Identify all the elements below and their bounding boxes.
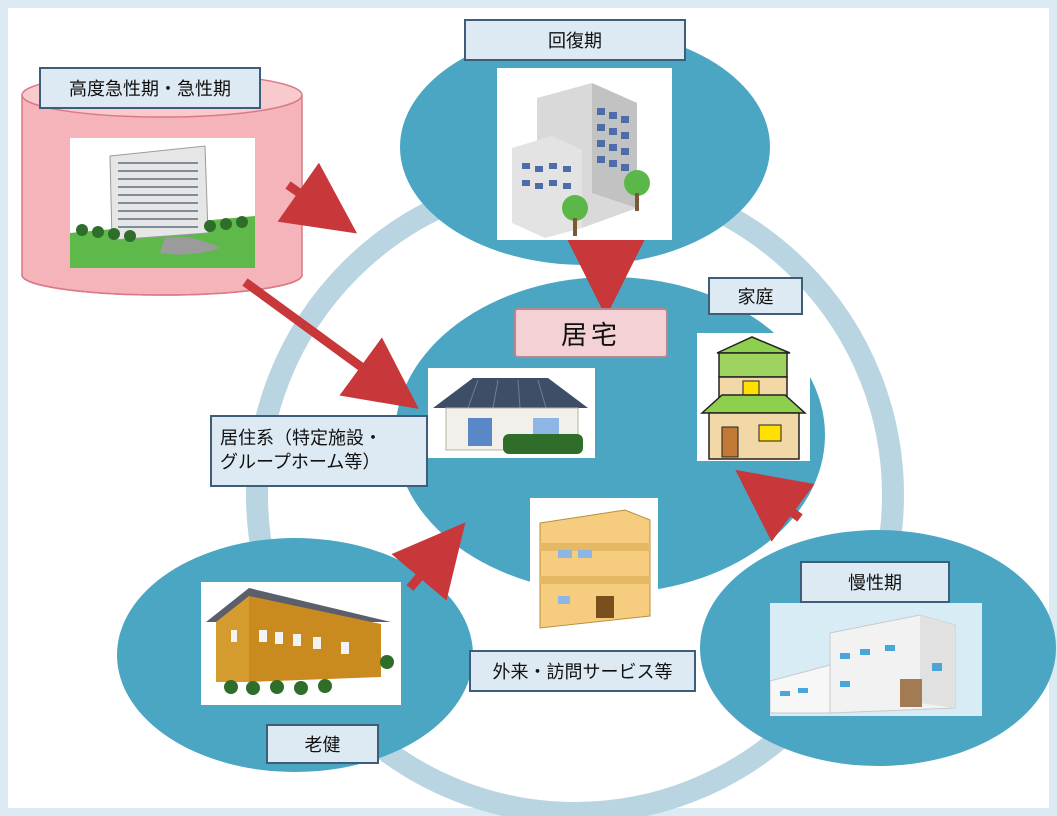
arrow-geriatric-to-outpatient bbox=[391, 522, 466, 601]
office-building-icon bbox=[512, 83, 650, 238]
recovery-label: 回復期 bbox=[464, 19, 686, 61]
family-home-picture bbox=[697, 333, 810, 461]
arrow-acute-to-residential bbox=[242, 278, 419, 409]
apartment-icon bbox=[539, 509, 651, 629]
chronic-clinic-picture bbox=[770, 603, 982, 716]
chronic-label: 慢性期 bbox=[800, 561, 950, 603]
residential-label: 居住系（特定施設・ グループホーム等） bbox=[210, 415, 428, 487]
clinic-building-icon bbox=[770, 603, 982, 716]
geriatric-label: 老健 bbox=[266, 724, 379, 764]
acute-label: 高度急性期・急性期 bbox=[39, 67, 261, 109]
house-icon bbox=[433, 378, 588, 454]
family-home-label: 家庭 bbox=[708, 277, 803, 315]
arrow-chronic-to-family-home bbox=[735, 469, 815, 542]
apartment-picture bbox=[530, 498, 658, 631]
residential-label-line1: 居住系（特定施設・ bbox=[220, 427, 382, 449]
geriatric-facility-icon bbox=[206, 588, 394, 695]
residential-house-picture bbox=[428, 368, 595, 458]
home-care-label: 居宅 bbox=[514, 308, 668, 358]
two-story-house-icon bbox=[700, 336, 807, 460]
outpatient-label: 外来・訪問サービス等 bbox=[469, 650, 696, 692]
arrow-acute-to-recovery bbox=[277, 162, 358, 234]
acute-hospital-picture bbox=[70, 138, 255, 268]
geriatric-facility-picture bbox=[201, 582, 401, 705]
residential-label-line2: グループホーム等） bbox=[220, 452, 381, 473]
hospital-tower-icon bbox=[70, 145, 255, 268]
recovery-building-picture bbox=[497, 68, 672, 240]
